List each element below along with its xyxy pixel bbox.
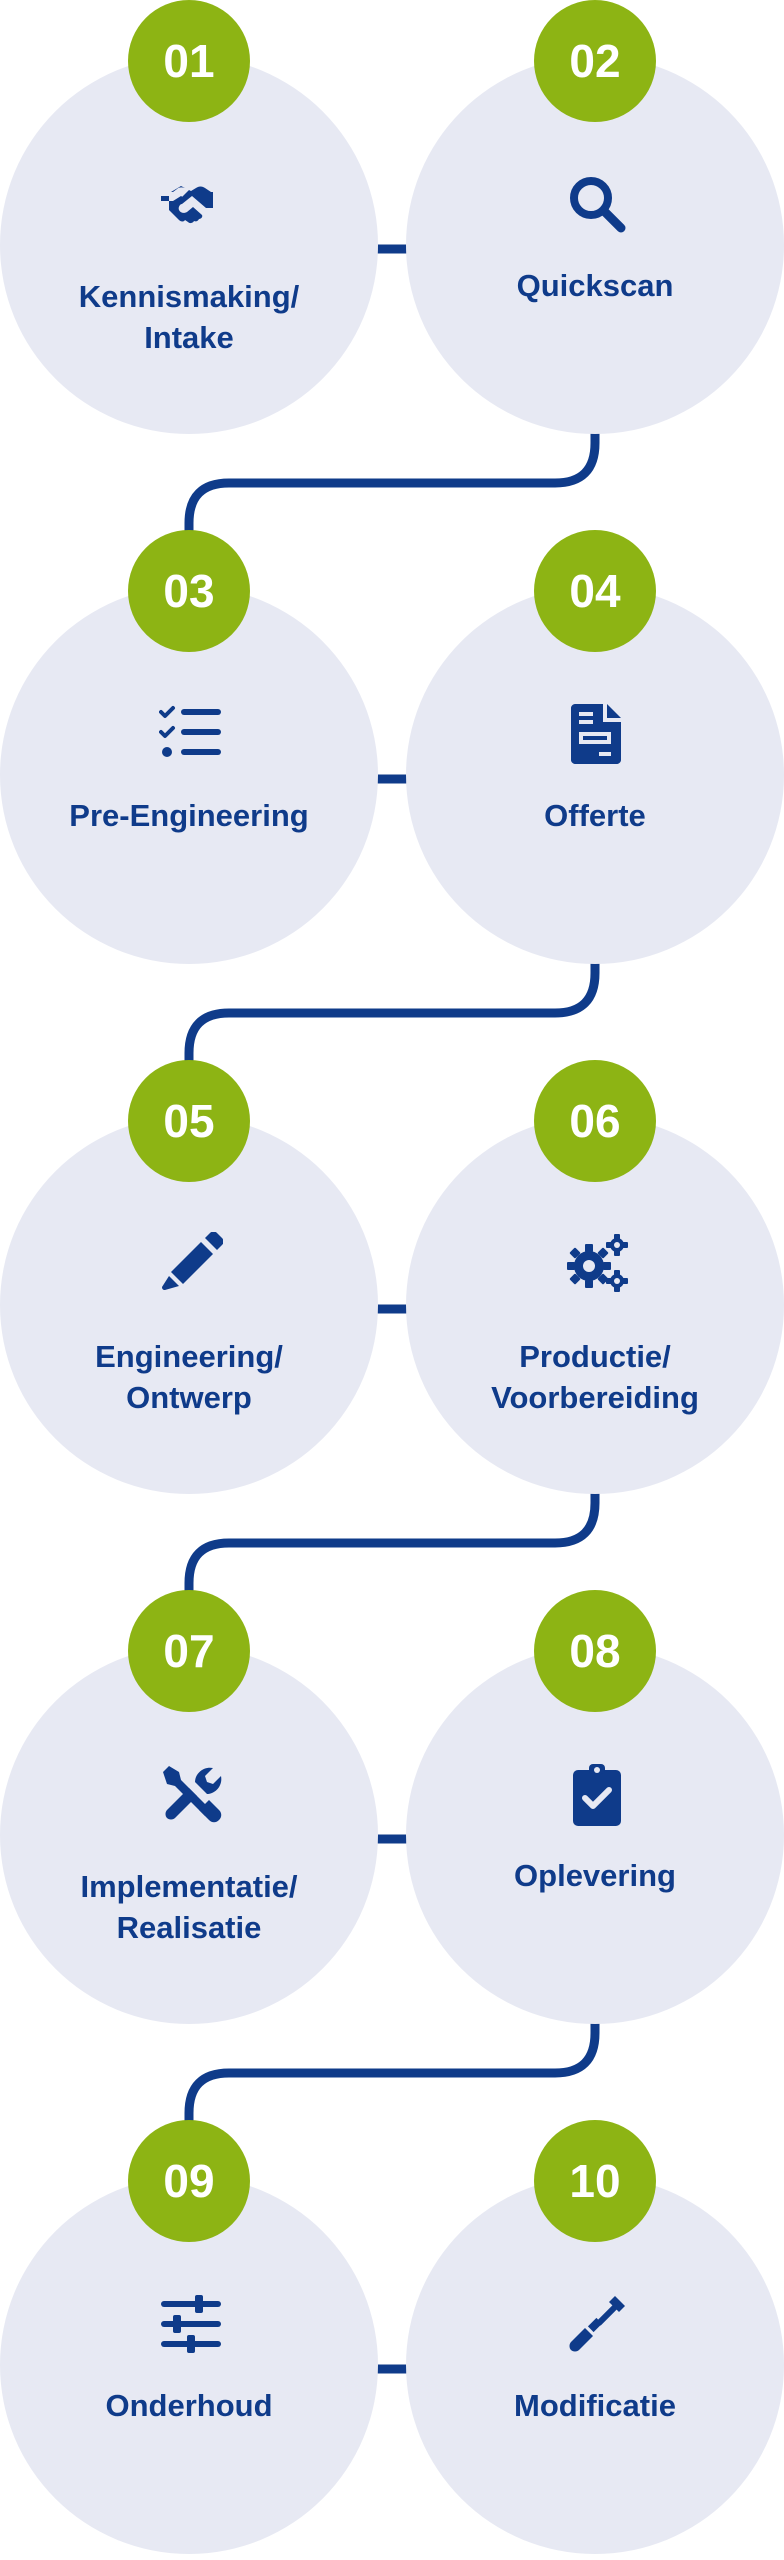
step-label-line: Onderhoud <box>105 2388 273 2423</box>
step-label: Engineering/ Ontwerp <box>30 1336 348 1418</box>
step-01: 01 Kennismaking/ Intake <box>0 0 380 434</box>
handshake-icon <box>159 172 223 236</box>
step-label: Productie/ Voorbereiding <box>436 1336 754 1418</box>
step-number-badge: 09 <box>128 2120 250 2242</box>
step-09: 09 Onderhoud <box>0 2120 380 2554</box>
step-08: 08 Oplevering <box>406 1590 784 2024</box>
screwdriver-icon <box>565 2292 629 2356</box>
step-number-badge: 10 <box>534 2120 656 2242</box>
step-label: Pre-Engineering <box>30 795 348 836</box>
step-label-line: Pre-Engineering <box>69 798 309 833</box>
row-connector <box>184 430 600 536</box>
clipboard-check-icon <box>565 1762 629 1826</box>
step-number-badge: 05 <box>128 1060 250 1182</box>
magnifier-icon <box>565 172 629 236</box>
row-connector <box>184 960 600 1066</box>
step-number-badge: 04 <box>534 530 656 652</box>
step-label-line: Ontwerp <box>126 1380 252 1415</box>
step-number-badge: 08 <box>534 1590 656 1712</box>
step-label-line: Oplevering <box>514 1858 676 1893</box>
step-number-badge: 07 <box>128 1590 250 1712</box>
step-number-badge: 02 <box>534 0 656 122</box>
step-02: 02 Quickscan <box>406 0 784 434</box>
step-label: Onderhoud <box>30 2385 348 2426</box>
step-label-line: Kennismaking/ <box>78 279 300 314</box>
step-number-badge: 06 <box>534 1060 656 1182</box>
step-label-line: Quickscan <box>516 268 674 303</box>
step-05: 05 Engineering/ Ontwerp <box>0 1060 380 1494</box>
step-label: Implementatie/ Realisatie <box>30 1866 348 1948</box>
step-label-line: Realisatie <box>116 1910 262 1945</box>
step-number-badge: 01 <box>128 0 250 122</box>
gears-icon <box>565 1232 629 1296</box>
step-label-line: Modificatie <box>514 2388 676 2423</box>
pencil-icon <box>159 1232 223 1296</box>
tools-icon <box>159 1762 223 1826</box>
step-label: Modificatie <box>436 2385 754 2426</box>
checklist-icon <box>159 702 223 766</box>
step-label-line: Engineering/ <box>95 1339 283 1374</box>
step-label: Kennismaking/ Intake <box>30 276 348 358</box>
step-07: 07 Implementatie/ Realisatie <box>0 1590 380 2024</box>
document-icon <box>565 702 629 766</box>
step-04: 04 Offerte <box>406 530 784 964</box>
step-label: Offerte <box>436 795 754 836</box>
step-03: 03 Pre-Engineering <box>0 530 380 964</box>
sliders-icon <box>159 2292 223 2356</box>
step-label-line: Productie/ <box>519 1339 671 1374</box>
step-label-line: Voorbereiding <box>491 1380 699 1415</box>
step-label: Quickscan <box>436 265 754 306</box>
row-connector <box>184 2020 600 2126</box>
step-label-line: Intake <box>144 320 234 355</box>
step-label-line: Offerte <box>544 798 646 833</box>
row-connector <box>184 1490 600 1596</box>
step-10: 10 Modificatie <box>406 2120 784 2554</box>
step-number-badge: 03 <box>128 530 250 652</box>
step-label: Oplevering <box>436 1855 754 1896</box>
step-label-line: Implementatie/ <box>80 1869 298 1904</box>
step-06: 06 <box>406 1060 784 1494</box>
